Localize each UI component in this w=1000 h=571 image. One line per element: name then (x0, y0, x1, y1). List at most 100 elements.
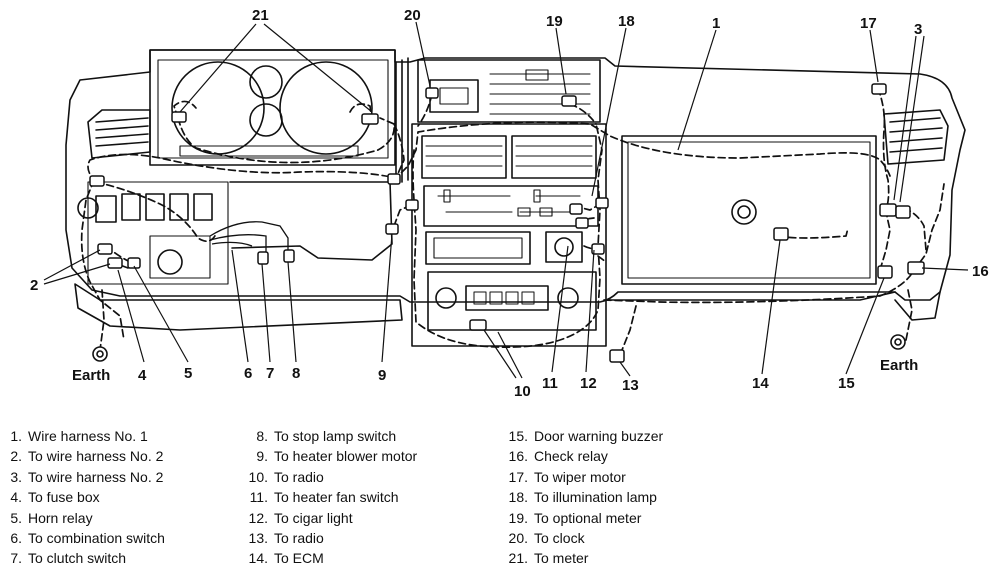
dashboard-wiring-diagram: 21 20 19 18 1 17 3 2 Earth 4 5 6 7 8 9 1… (30, 7, 989, 400)
legend-item: 4.To fuse box (0, 487, 165, 507)
legend-number: 14. (248, 550, 268, 567)
connectors (89, 83, 925, 363)
legend-text: To radio (274, 530, 324, 547)
legend-number: 16. (508, 448, 528, 465)
legend-item: 1. Wire harness No. 1 (0, 426, 165, 446)
callout-earth-left: Earth (72, 367, 110, 384)
callout-11: 11 (542, 375, 558, 392)
center-console (411, 123, 607, 347)
legend-number: 8. (256, 428, 268, 444)
legend-text: To ECM (274, 550, 324, 567)
callout-10: 10 (514, 383, 531, 400)
legend-number: 20. (508, 530, 528, 547)
legend-text: To fuse box (28, 489, 100, 506)
legend-text: Horn relay (28, 509, 93, 526)
legend-number: 9. (256, 448, 268, 465)
callout-3: 3 (914, 21, 922, 38)
callout-17: 17 (860, 15, 877, 32)
left-air-vent (87, 109, 151, 159)
leader-lines (43, 21, 969, 379)
callout-9: 9 (378, 367, 386, 384)
legend-column-1: 1. Wire harness No. 1 2. To wire harness N… (0, 426, 165, 569)
legend-item: 10. To radio (246, 467, 417, 487)
legend-number: 15. (508, 428, 528, 444)
legend-item: 8. To stop lamp switch (246, 426, 417, 446)
callout-14: 14 (752, 375, 769, 392)
legend-text: To illumination lamp (534, 489, 657, 506)
legend-item: 12. To cigar light (246, 508, 417, 528)
legend-text: To stop lamp switch (274, 428, 397, 444)
legend-text: Door warning buzzer (534, 428, 664, 444)
callout-18: 18 (618, 13, 635, 30)
callout-16: 16 (972, 263, 989, 280)
center-upper-panel (417, 59, 601, 123)
legend-number: 5. (10, 509, 22, 526)
legend-number: 6. (10, 530, 22, 547)
legend-text: To wire harness No. 2 (28, 468, 164, 485)
callout-20: 20 (404, 7, 421, 24)
legend-text: To optional meter (534, 509, 642, 526)
legend-text: To clutch switch (28, 550, 127, 567)
legend-item: 11.To heater fan switch (246, 487, 417, 507)
callout-15: 15 (838, 375, 855, 392)
callout-19: 19 (546, 13, 563, 30)
legend-number: 17. (508, 468, 528, 485)
legend-item: 16. Check relay (506, 446, 663, 466)
callout-1: 1 (712, 15, 720, 32)
legend-text: To combination switch (28, 530, 165, 547)
callout-7: 7 (266, 365, 274, 382)
callout-5: 5 (184, 365, 192, 382)
steering-column-area (229, 181, 393, 261)
legend-number: 3. (10, 468, 22, 485)
legend-number: 21. (508, 550, 528, 567)
callout-12: 12 (580, 375, 597, 392)
lower-left-switch-panel (77, 181, 229, 285)
legend-column-3: 15. Door warning buzzer 16. Check relay 17… (506, 426, 664, 569)
legend-text: To meter (534, 550, 589, 567)
callout-21: 21 (252, 7, 269, 24)
legend-item: 21. To meter (506, 548, 663, 568)
legend-number: 12. (248, 509, 268, 526)
legend-text: To radio (274, 468, 324, 485)
legend-item: 13. To radio (246, 528, 417, 548)
legend-item: 15. Door warning buzzer (506, 426, 664, 446)
callout-labels: 21 20 19 18 1 17 3 2 Earth 4 5 6 7 8 9 1… (30, 7, 989, 400)
legend-item: 7. To clutch switch (0, 548, 165, 568)
legend-number: 1. (10, 428, 22, 444)
legend-item: 9.To heater blower motor (246, 446, 417, 466)
legend-item: 5. Horn relay (0, 508, 165, 528)
callout-2: 2 (30, 277, 38, 294)
legend-text: To wire harness No. 2 (28, 448, 164, 465)
legend-item: 6. To combination switch (0, 528, 165, 548)
steering-column-wires (209, 221, 289, 256)
legend-text: To wiper motor (534, 468, 626, 485)
legend-column-2: 8. To stop lamp switch 9.To heater blower… (246, 426, 418, 569)
earth-terminals (92, 334, 906, 362)
legend-number: 19. (508, 509, 528, 526)
callout-8: 8 (292, 365, 300, 382)
legend-number: 2. (10, 448, 22, 465)
callout-4: 4 (138, 367, 147, 384)
glove-box (621, 135, 877, 285)
legend-item: 3. To wire harness No. 2 (0, 467, 165, 487)
legend-number: 13. (248, 530, 268, 547)
callout-earth-right: Earth (880, 357, 918, 374)
legend-item: 17. To wiper motor (506, 467, 663, 487)
right-air-vent (883, 109, 949, 165)
legend: 1. Wire harness No. 1 2. To wire harness N… (0, 426, 1000, 571)
legend-text: To heater fan switch (274, 489, 399, 506)
legend-text: To clock (534, 530, 585, 547)
callout-13: 13 (622, 377, 639, 394)
legend-text: Check relay (534, 448, 608, 465)
legend-text: Wire harness No. 1 (28, 428, 148, 444)
instrument-cluster (149, 49, 396, 166)
legend-item: 18. To illumination lamp (506, 487, 663, 507)
legend-text: To cigar light (274, 509, 353, 526)
legend-number: 18. (508, 489, 528, 506)
legend-number: 10. (248, 468, 268, 485)
legend-item: 20. To clock (506, 528, 663, 548)
dashboard-lower-rail (74, 283, 403, 331)
callout-6: 6 (244, 365, 252, 382)
legend-number: 7. (10, 550, 22, 567)
legend-item: 14. To ECM (246, 548, 417, 568)
